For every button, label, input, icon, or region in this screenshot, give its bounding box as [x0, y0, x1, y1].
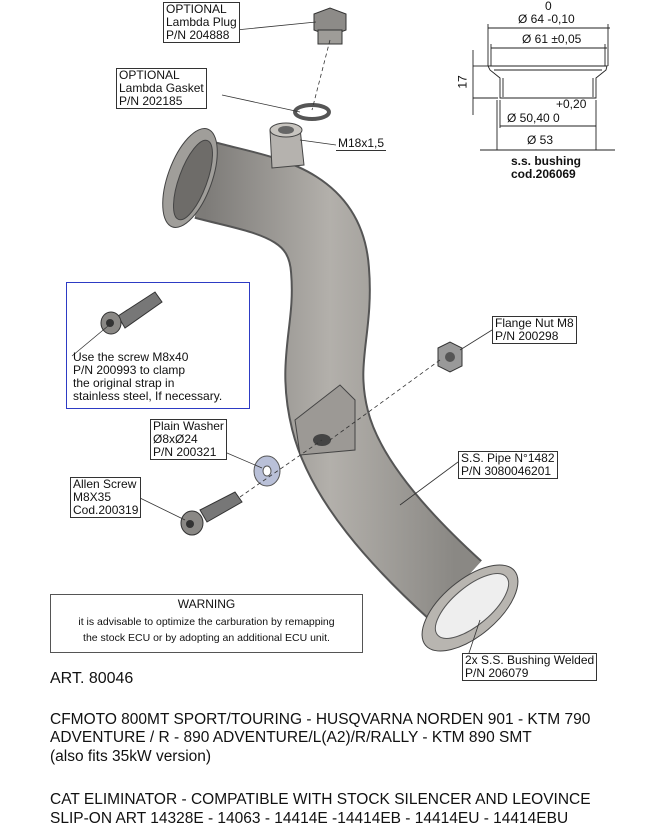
screw-note-box: Use the screw M8x40 P/N 200993 to clamp … [66, 282, 250, 409]
article-number: ART. 80046 [50, 670, 134, 687]
callout-line: P/N 3080046201 [461, 464, 552, 478]
lambda-gasket [293, 103, 331, 121]
warning-line: it is advisable to optimize the carburat… [78, 616, 335, 628]
callout-line: M8X35 [73, 490, 112, 504]
allen-screw [180, 491, 243, 536]
callout-line: 2x S.S. Bushing Welded [465, 653, 595, 667]
dim-d53: Ø 53 [527, 133, 554, 147]
callout-line: P/N 206079 [465, 666, 529, 680]
callout-line: OPTIONAL [119, 68, 180, 82]
dim-d64-tol: 0 [545, 0, 552, 13]
callout-line: Allen Screw [73, 477, 137, 491]
callout-line: OPTIONAL [166, 2, 227, 16]
dim-d50-tol: +0,20 [556, 97, 587, 111]
description-line: SLIP-ON ART 14328E - 14063 - 14414E -144… [50, 810, 569, 827]
plain-washer [253, 455, 281, 487]
thread-callout: M18x1,5 [336, 136, 387, 151]
dim-d64: Ø 64 -0,10 [518, 12, 575, 26]
dim-d61: Ø 61 ±0,05 [522, 32, 582, 46]
note-line: stainless steel, If necessary. [73, 389, 223, 403]
callout-line: P/N 204888 [166, 28, 230, 42]
callout-line: Flange Nut M8 [495, 316, 574, 330]
note-line: P/N 200993 to clamp [73, 363, 186, 377]
description-line: CAT ELIMINATOR - COMPATIBLE WITH STOCK S… [50, 791, 591, 808]
flange-nut [437, 341, 463, 373]
note-line: Use the screw M8x40 [73, 350, 189, 364]
bushing-code: cod.206069 [511, 167, 576, 181]
callout-line: P/N 200298 [495, 329, 559, 343]
dim-height: 17 [455, 75, 470, 89]
note-screw [100, 291, 163, 335]
callout-line: Plain Washer [153, 419, 224, 433]
lambda-plug [313, 7, 347, 45]
pipe-body [162, 122, 519, 652]
callout-line: Ø8xØ24 [153, 432, 198, 446]
warning-title: WARNING [177, 597, 236, 611]
leader-lines [71, 21, 493, 663]
note-line: the original strap in [73, 376, 175, 390]
callout-line: Lambda Gasket [119, 81, 204, 95]
callout-line: P/N 200321 [153, 445, 217, 459]
bushing-title: s.s. bushing [511, 154, 582, 168]
dim-d50: Ø 50,40 0 [507, 111, 560, 125]
callout-line: Lambda Plug [166, 15, 237, 29]
bushing-section [472, 24, 615, 151]
callout-line: P/N 202185 [119, 94, 183, 108]
warning-line: the stock ECU or by adopting an addition… [83, 632, 330, 644]
fitment-line: ADVENTURE / R - 890 ADVENTURE/L(A2)/R/RA… [50, 729, 532, 746]
callout-line: S.S. Pipe N°1482 [461, 451, 555, 465]
fitment-line: (also fits 35kW version) [50, 748, 212, 765]
warning-box: WARNING it is advisable to optimize the … [50, 594, 363, 653]
callout-line: Cod.200319 [73, 503, 139, 517]
fitment-line: CFMOTO 800MT SPORT/TOURING - HUSQVARNA N… [50, 711, 591, 728]
